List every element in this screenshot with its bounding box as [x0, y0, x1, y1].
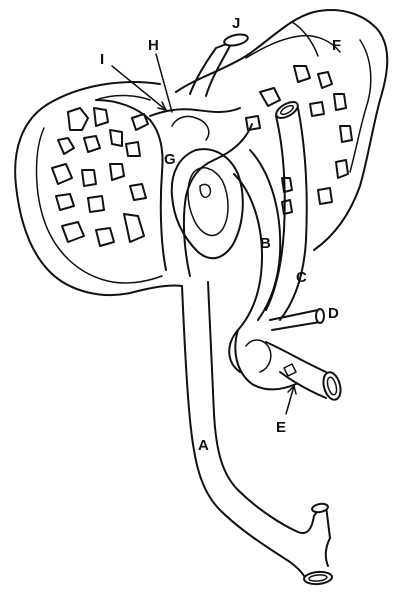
vessel-A-left-wall [182, 286, 306, 580]
label-C: C [296, 270, 307, 285]
right-lobe-fold [292, 22, 318, 56]
vessel-B-left-wall [229, 174, 262, 372]
right-lobe-outline [176, 10, 387, 250]
label-F: F [332, 38, 341, 53]
vessel-B-lobule [200, 184, 210, 197]
vessel-J [190, 42, 232, 96]
vessel-A-bottom-opening [304, 571, 333, 585]
label-H: H [148, 38, 159, 53]
branch-inner-curve [172, 116, 209, 140]
label-A: A [198, 438, 209, 453]
vessel-E-upper-wall [266, 342, 326, 372]
left-lobe-inner-outline [37, 128, 163, 283]
vessel-D-opening [316, 309, 324, 323]
vessel-D [270, 310, 320, 330]
vessel-B-outer [172, 149, 243, 258]
right-lobules [246, 66, 352, 214]
label-J: J [232, 16, 240, 31]
label-I: I [100, 52, 104, 67]
left-lobules [52, 108, 148, 246]
vessel-A-right-wall [208, 282, 314, 533]
vessel-J-opening [223, 33, 249, 48]
branch-left-upper-2 [96, 96, 150, 101]
junction-loop [246, 340, 271, 372]
vessel-E-lower-wall [280, 372, 326, 398]
label-B: B [260, 236, 271, 251]
vessel-A-branch [314, 506, 330, 566]
vessel-E-small-opening [284, 364, 296, 376]
label-G: G [164, 152, 176, 167]
label-D: D [328, 306, 339, 321]
junction-lower [235, 330, 296, 389]
label-E: E [276, 420, 286, 435]
